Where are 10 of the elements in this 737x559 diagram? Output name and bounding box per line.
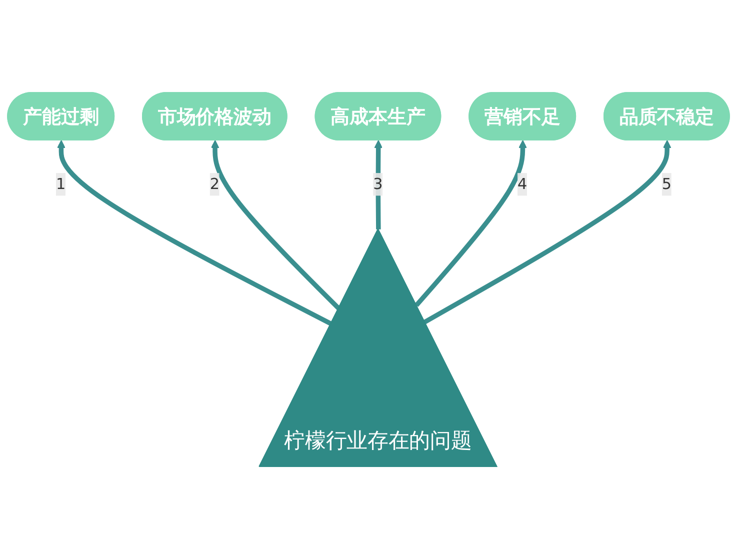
edge-label: 4 (518, 174, 528, 193)
edge-label: 3 (373, 174, 383, 193)
arrow (424, 140, 672, 324)
arrow (374, 140, 383, 230)
edge-label: 2 (210, 174, 220, 193)
edge-label: 1 (56, 174, 66, 193)
edge-label: 5 (662, 174, 672, 193)
arrow (210, 140, 341, 310)
arrow (414, 140, 527, 307)
arrow (57, 140, 332, 326)
